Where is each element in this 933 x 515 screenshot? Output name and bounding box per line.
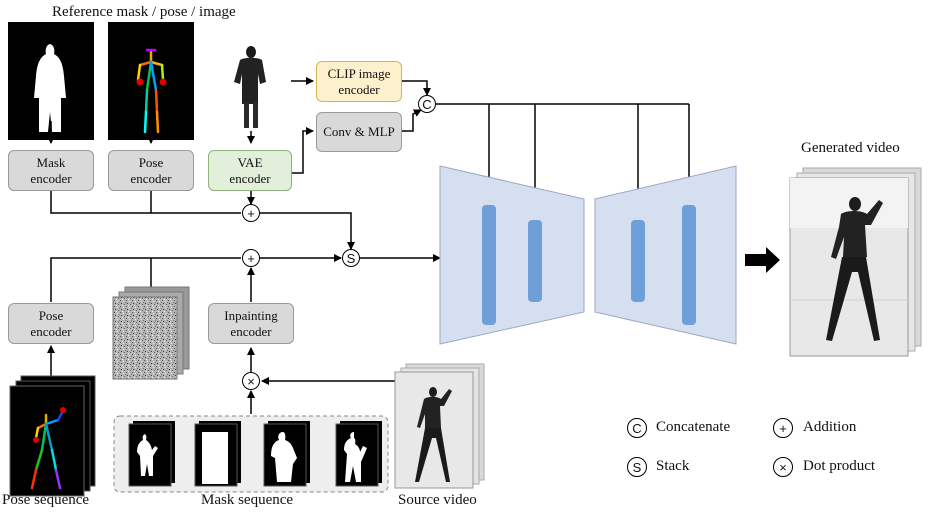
legend-dot-product-text: Dot product: [803, 458, 876, 474]
reference-pose-image: [108, 22, 194, 140]
source-video-title: Source video: [398, 492, 477, 508]
output-arrow: [745, 247, 780, 273]
unet-encoder-block: [439, 165, 585, 345]
generated-video-title: Generated video: [801, 140, 900, 156]
pose-sequence-frames: [9, 375, 96, 497]
mask-sequence-title: Mask sequence: [201, 492, 294, 508]
legend-addition-text: Addition: [803, 419, 857, 435]
legend-concatenate-symbol: C: [627, 418, 647, 438]
unet-decoder-block: [594, 165, 737, 345]
dot-product-operator: ×: [242, 372, 260, 390]
addition-operator-top: +: [242, 204, 260, 222]
noise-latent-stack: [112, 286, 190, 380]
legend-dot-product-symbol: ×: [773, 457, 793, 477]
inpainting-encoder-box: Inpainting encoder: [208, 303, 294, 344]
pose-encoder-top-box: Pose encoder: [108, 150, 194, 191]
addition-operator-bottom: +: [242, 249, 260, 267]
legend-addition-symbol: +: [773, 418, 793, 438]
pose-sequence-title: Pose sequence: [2, 492, 90, 508]
reference-person-image: [234, 46, 266, 128]
pose-encoder-bottom-box: Pose encoder: [8, 303, 94, 344]
mask-sequence-frames: [128, 421, 382, 487]
legend-stack-text: Stack: [656, 458, 690, 474]
conv-mlp-box: Conv & MLP: [316, 112, 402, 152]
legend-concatenate-text: Concatenate: [656, 419, 731, 435]
mask-sequence-panel: [113, 415, 389, 493]
source-video-frames: [394, 363, 485, 489]
reference-title: Reference mask / pose / image: [52, 4, 236, 20]
concatenate-operator: C: [418, 95, 436, 113]
generated-video-frames: [789, 167, 922, 357]
vae-encoder-box: VAE encoder: [208, 150, 292, 191]
stack-operator: S: [342, 249, 360, 267]
mask-encoder-box: Mask encoder: [8, 150, 94, 191]
legend-stack-symbol: S: [627, 457, 647, 477]
clip-image-encoder-box: CLIP image encoder: [316, 61, 402, 102]
